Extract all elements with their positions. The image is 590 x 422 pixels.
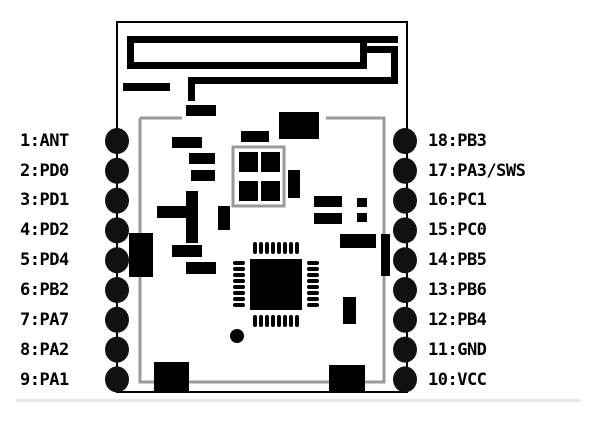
ic-pin-21 <box>233 273 245 277</box>
ic-pin-16 <box>295 315 299 327</box>
ic-pin-31 <box>233 303 245 307</box>
ic-pin-26 <box>307 285 319 289</box>
right-pad-17 <box>393 157 417 184</box>
left-pad-4 <box>105 217 129 244</box>
left-pad-2 <box>105 157 129 184</box>
bottom-pad-right <box>329 365 365 392</box>
ic-pin-19 <box>233 267 245 271</box>
ic-pin-27 <box>233 291 245 295</box>
main-ic <box>233 242 319 327</box>
pin-label-12: 12:PB4 <box>428 310 487 330</box>
rf-shield-pad <box>279 112 319 139</box>
pin-label-9: 9:PA1 <box>20 370 69 390</box>
right-pad-13 <box>393 277 417 303</box>
left-pad-5 <box>105 247 129 274</box>
left-pad-8 <box>105 336 129 363</box>
ic-pin-7 <box>271 242 275 254</box>
ic-pin-17 <box>233 261 245 265</box>
ic-pin-29 <box>233 297 245 301</box>
pin-label-1: 1:ANT <box>20 131 69 151</box>
left-castellated-pads <box>105 128 129 393</box>
ic-pin-5 <box>265 242 269 254</box>
ic-pin-14 <box>289 315 293 327</box>
right-pad-16 <box>393 187 417 214</box>
ic-pin-4 <box>259 315 263 327</box>
pin-label-5: 5:PD4 <box>20 250 69 270</box>
ic-pin-28 <box>307 291 319 295</box>
right-pad-11 <box>393 336 417 363</box>
right-pad-15 <box>393 217 417 244</box>
ic-pin-8 <box>271 315 275 327</box>
ic-pin-15 <box>295 242 299 254</box>
ic-pin-9 <box>277 242 281 254</box>
pin-label-10: 10:VCC <box>428 370 487 390</box>
ic-pin-30 <box>307 297 319 301</box>
ic-pin-23 <box>233 279 245 283</box>
pin-label-15: 15:PC0 <box>428 220 487 240</box>
right-pad-12 <box>393 306 417 333</box>
ic-pin-2 <box>253 315 257 327</box>
right-pad-14 <box>393 247 417 274</box>
pin-label-2: 2:PD0 <box>20 161 69 181</box>
bottom-pad-left <box>154 362 189 392</box>
pin-label-16: 16:PC1 <box>428 190 487 210</box>
ic-pin-12 <box>283 315 287 327</box>
ic-pin-20 <box>307 267 319 271</box>
pin-label-11: 11:GND <box>428 340 487 360</box>
left-pad-1 <box>105 128 129 154</box>
left-pad-7 <box>105 306 129 333</box>
pin-label-18: 18:PB3 <box>428 131 487 151</box>
pcb-antenna <box>123 36 398 101</box>
ic-pin-32 <box>307 303 319 307</box>
pin-label-6: 6:PB2 <box>20 280 69 300</box>
pin-label-17: 17:PA3/SWS <box>428 161 526 181</box>
ic-pin-24 <box>307 279 319 283</box>
ic-pin-3 <box>259 242 263 254</box>
ic-pin-10 <box>277 315 281 327</box>
pin-label-14: 14:PB5 <box>428 250 487 270</box>
crystal <box>231 145 286 208</box>
pin-label-13: 13:PB6 <box>428 280 487 300</box>
left-pad-6 <box>105 277 129 303</box>
base-divider <box>16 399 581 402</box>
pin-label-7: 7:PA7 <box>20 310 69 330</box>
ic-pin1-dot <box>230 329 244 343</box>
right-pad-10 <box>393 366 417 393</box>
ic-pin-1 <box>253 242 257 254</box>
ic-pin-18 <box>307 261 319 265</box>
ic-pin-11 <box>283 242 287 254</box>
pin-label-8: 8:PA2 <box>20 340 69 360</box>
ic-pin-6 <box>265 315 269 327</box>
pin-label-3: 3:PD1 <box>20 190 69 210</box>
left-pad-3 <box>105 187 129 214</box>
ic-pin-25 <box>233 285 245 289</box>
shield-outline <box>138 116 386 384</box>
right-pad-18 <box>393 128 417 154</box>
ic-pin-22 <box>307 273 319 277</box>
right-castellated-pads <box>393 128 417 393</box>
small-components <box>129 170 390 324</box>
left-pad-9 <box>105 366 129 393</box>
pin-label-4: 4:PD2 <box>20 220 69 240</box>
antenna-passives <box>172 105 269 181</box>
ic-pin-13 <box>289 242 293 254</box>
